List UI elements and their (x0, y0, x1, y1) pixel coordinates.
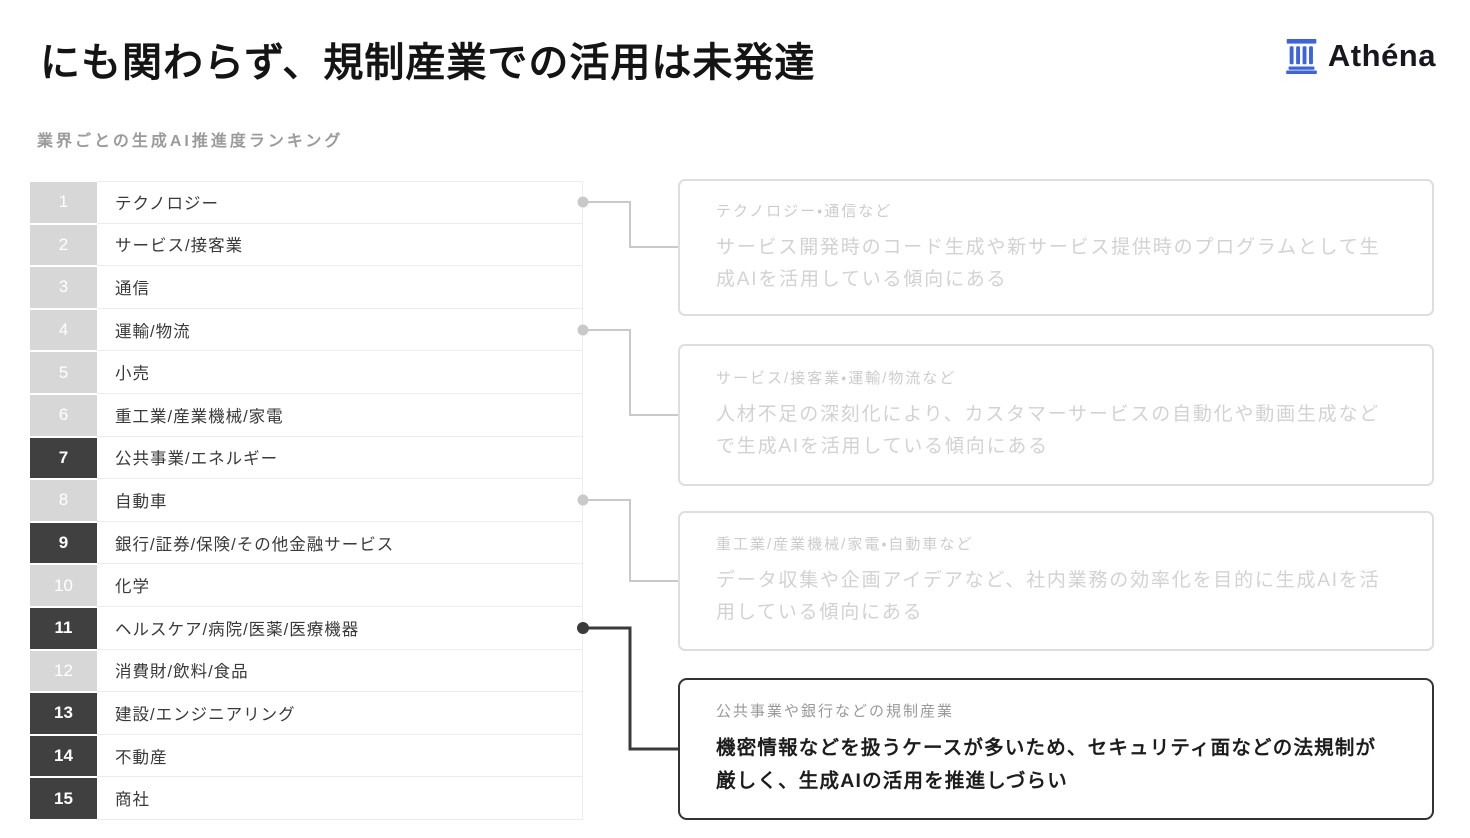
ranking-row: 11 ヘルスケア/病院/医薬/医療機器 (30, 606, 583, 650)
industry-ranking-list: 1 テクノロジー 2 サービス/接客業 3 通信 4 運輸/物流 5 小売 6 … (30, 181, 583, 820)
industry-label: サービス/接客業 (97, 223, 583, 267)
industry-label: 商社 (97, 777, 583, 820)
callout-header: サービス/接客業・運輸/物流など (716, 370, 957, 388)
callout-box-regulated-industry: 公共事業や銀行などの規制産業 機密情報などを扱うケースが多いため、セキュリティ面… (678, 678, 1434, 820)
callout-body: 人材不足の深刻化により、カスタマーサービスの自動化や動画生成などで生成AIを活用… (716, 404, 1381, 457)
industry-label: 自動車 (97, 479, 583, 522)
callout-header: テクノロジー・通信など (716, 202, 893, 220)
rank-number: 2 (30, 224, 97, 266)
industry-label: 銀行/証券/保険/その他金融サービス (97, 521, 583, 565)
ranking-row: 6 重工業/産業機械/家電 (30, 393, 583, 437)
connector-line-1 (583, 201, 678, 248)
rank-number: 15 (30, 778, 97, 819)
industry-label: ヘルスケア/病院/医薬/医療機器 (97, 606, 583, 650)
rank-number: 3 (30, 267, 97, 308)
industry-label: 運輸/物流 (97, 308, 583, 352)
rank-number: 13 (30, 693, 97, 734)
ranking-row: 5 小売 (30, 351, 583, 394)
industry-label: 通信 (97, 266, 583, 309)
ranking-row: 15 商社 (30, 777, 583, 820)
rank-number: 6 (30, 394, 97, 436)
industry-label: 公共事業/エネルギー (97, 436, 583, 480)
rank-number: 10 (30, 565, 97, 606)
industry-label: 建設/エンジニアリング (97, 692, 583, 735)
callout-body: データ収集や企画アイデアなど、社内業務の効率化を目的に生成AIを活用している傾向… (716, 570, 1381, 623)
industry-label: 消費財/飲料/食品 (97, 649, 583, 693)
rank-number: 12 (30, 650, 97, 692)
ranking-row: 8 自動車 (30, 479, 583, 522)
ranking-row: 9 銀行/証券/保険/その他金融サービス (30, 521, 583, 565)
ranking-row: 4 運輸/物流 (30, 308, 583, 352)
brand-logo: Athéna (1285, 38, 1436, 74)
industry-label: 化学 (97, 564, 583, 607)
ranking-caption: 業界ごとの生成AI推進度ランキング (37, 133, 344, 150)
callout-body: 機密情報などを扱うケースが多いため、セキュリティ面などの法規制が厳しく、生成AI… (716, 737, 1377, 792)
ranking-row: 7 公共事業/エネルギー (30, 436, 583, 480)
rank-number: 7 (30, 437, 97, 479)
callout-box-technology: テクノロジー・通信など サービス開発時のコード生成や新サービス提供時のプログラム… (678, 179, 1434, 316)
ranking-row: 1 テクノロジー (30, 181, 583, 224)
callout-box-service-logistics: サービス/接客業・運輸/物流など 人材不足の深刻化により、カスタマーサービスの自… (678, 344, 1434, 486)
rank-number: 8 (30, 480, 97, 521)
callout-header: 重工業/産業機械/家電・自動車など (716, 536, 974, 554)
rank-number: 4 (30, 309, 97, 351)
callout-body: サービス開発時のコード生成や新サービス提供時のプログラムとして生成AIを活用して… (716, 236, 1381, 290)
connector-line-4 (583, 626, 678, 751)
connector-line-3 (583, 499, 678, 582)
brand-name: Athéna (1327, 38, 1436, 73)
industry-label: 重工業/産業機械/家電 (97, 393, 583, 437)
ranking-row: 10 化学 (30, 564, 583, 607)
rank-number: 9 (30, 522, 97, 564)
callout-header: 公共事業や銀行などの規制産業 (716, 703, 955, 721)
rank-number: 11 (30, 607, 97, 649)
page-title: にも関わらず、規制産業での活用は未発達 (40, 41, 816, 85)
rank-number: 5 (30, 352, 97, 393)
industry-label: 不動産 (97, 734, 583, 778)
connector-line-2 (583, 329, 678, 416)
ranking-row: 2 サービス/接客業 (30, 223, 583, 267)
greek-pillar-icon (1286, 38, 1317, 74)
rank-number: 14 (30, 735, 97, 777)
ranking-row: 12 消費財/飲料/食品 (30, 649, 583, 693)
ranking-row: 13 建設/エンジニアリング (30, 692, 583, 735)
ranking-row: 3 通信 (30, 266, 583, 309)
callout-box-heavy-industry: 重工業/産業機械/家電・自動車など データ収集や企画アイデアなど、社内業務の効率… (678, 511, 1434, 651)
rank-number: 1 (30, 182, 97, 223)
ranking-row: 14 不動産 (30, 734, 583, 778)
industry-label: 小売 (97, 351, 583, 394)
industry-label: テクノロジー (97, 181, 583, 224)
